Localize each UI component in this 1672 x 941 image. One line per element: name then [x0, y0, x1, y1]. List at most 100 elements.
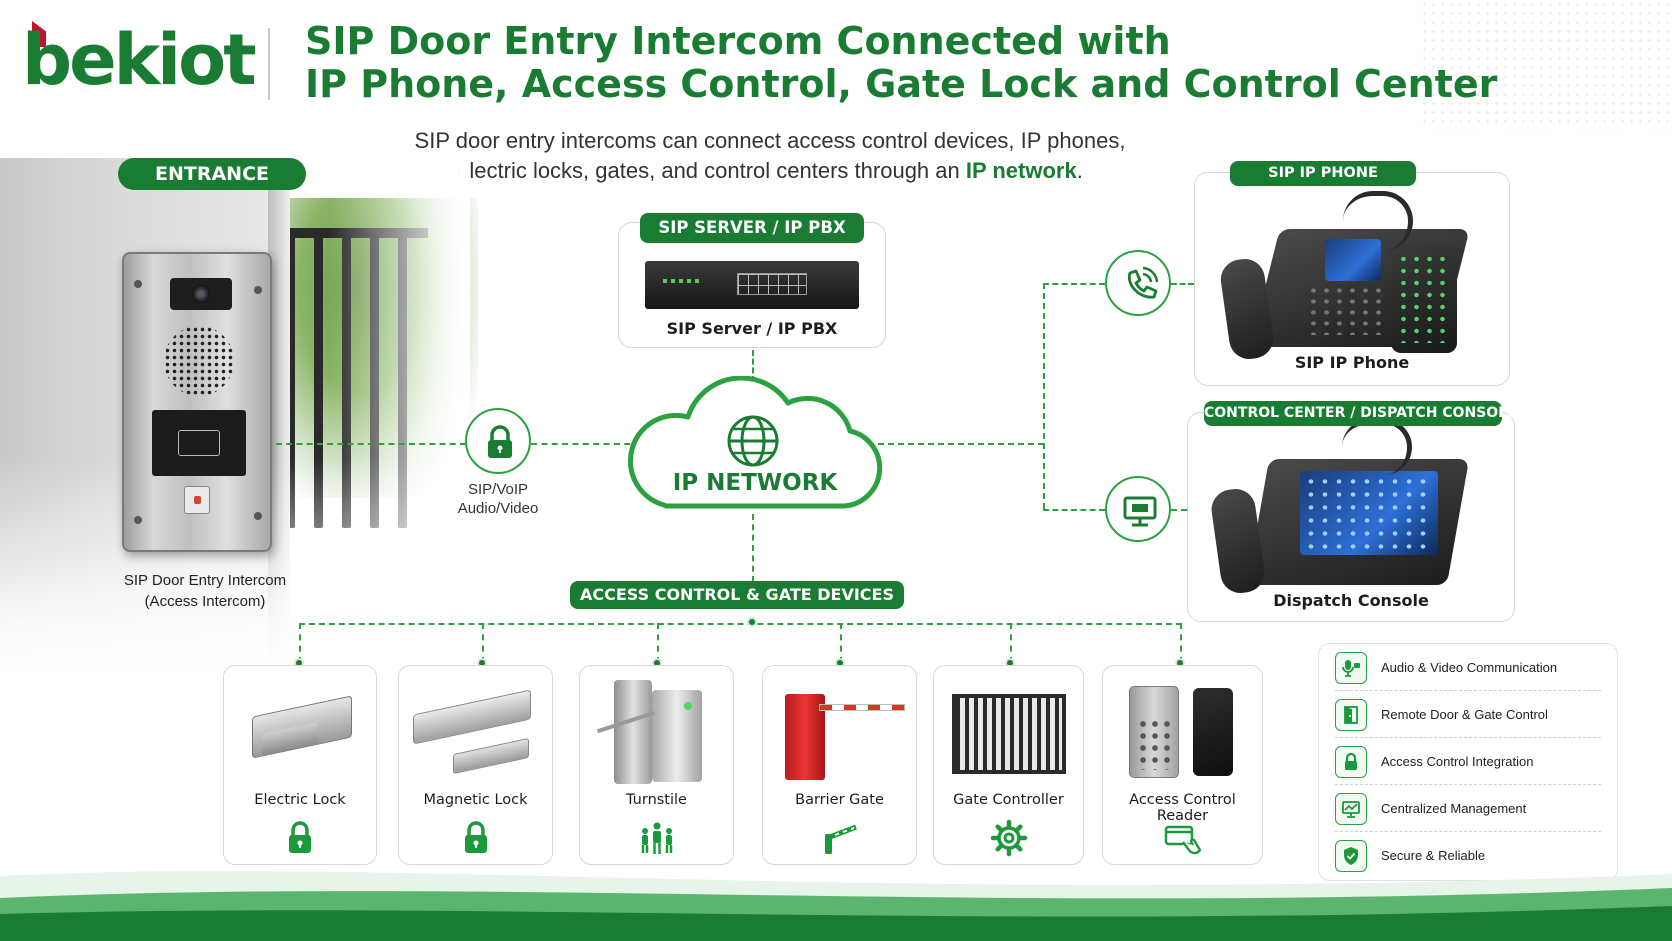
link-caption: SIP/VoIP Audio/Video — [438, 480, 558, 518]
lock-icon — [1335, 746, 1367, 778]
link-caption-line-1: SIP/VoIP — [467, 481, 529, 498]
connector-to-monitor-icon — [1043, 509, 1105, 511]
camera-module — [170, 278, 232, 310]
header-divider — [268, 28, 270, 100]
reader-keypad — [1137, 718, 1173, 770]
server-label: SIP SERVER / IP PBX — [640, 213, 864, 243]
page-title: SIP Door Entry Intercom Connected with I… — [305, 20, 1645, 106]
server-leds — [663, 279, 703, 283]
drop-line — [482, 623, 484, 663]
drop-line — [1180, 623, 1182, 663]
magnetic-lock-image — [413, 689, 531, 745]
turnstile-body — [652, 690, 702, 782]
feature-item: Centralized Management — [1335, 785, 1601, 832]
bus-junction-dot — [747, 617, 757, 627]
screw — [254, 286, 262, 294]
monitor-chart-icon — [1335, 793, 1367, 825]
device-card-gate-controller: Gate Controller — [933, 665, 1084, 865]
turnstile-left-post — [614, 680, 652, 784]
device-name: Magnetic Lock — [423, 792, 528, 808]
device-card-barrier-gate: Barrier Gate — [762, 665, 917, 865]
device-card-access-reader: Access Control Reader — [1102, 665, 1263, 865]
barrier-icon — [824, 824, 857, 854]
gear-icon — [990, 819, 1027, 857]
drop-line — [840, 623, 842, 663]
console-caption: Dispatch Console — [1273, 591, 1429, 610]
intercom-caption-line-1: SIP Door Entry Intercom — [123, 572, 287, 589]
card-tap-icon — [1164, 825, 1201, 855]
dispatch-console-card: Dispatch Console — [1187, 412, 1515, 622]
title-line-2: IP Phone, Access Control, Gate Lock and … — [305, 62, 1498, 106]
feature-label: Remote Door & Gate Control — [1381, 707, 1548, 722]
device-card-turnstile: Turnstile — [579, 665, 734, 865]
people-icon — [641, 822, 672, 854]
turnstile-indicator — [684, 702, 692, 710]
microphone-camera-icon — [1335, 652, 1367, 684]
connector-cloud-access — [752, 514, 754, 582]
screw — [134, 280, 142, 288]
door-intercom-device — [122, 252, 272, 552]
connector-server-cloud — [752, 350, 754, 382]
sip-ip-phone-card: SIP IP Phone — [1194, 172, 1510, 386]
server-caption: SIP Server / IP PBX — [666, 319, 838, 338]
shield-icon — [1335, 840, 1367, 872]
intercom-caption-line-2: (Access Intercom) — [144, 593, 266, 610]
features-panel: Audio & Video Communication Remote Door … — [1318, 643, 1618, 881]
console-label: CONTROL CENTER / DISPATCH CONSOLE — [1204, 401, 1517, 426]
link-caption-line-2: Audio/Video — [457, 500, 539, 517]
device-name: Electric Lock — [254, 792, 346, 808]
dot-pattern — [1420, 0, 1672, 130]
subtitle-line-2-suffix: . — [1076, 158, 1083, 183]
door-icon — [1335, 699, 1367, 731]
connector-lock-cloud — [531, 443, 651, 445]
access-devices-label: ACCESS CONTROL & GATE DEVICES — [570, 581, 904, 609]
phone-gooseneck-mic — [1343, 191, 1413, 251]
device-name: Barrier Gate — [795, 792, 884, 808]
expansion-keys — [1397, 253, 1451, 343]
brand-logo: bekiot — [22, 18, 257, 100]
feature-label: Audio & Video Communication — [1381, 660, 1558, 675]
lock-icon — [465, 408, 531, 474]
connector-to-phone-icon — [1043, 283, 1105, 285]
intercom-caption: SIP Door Entry Intercom (Access Intercom… — [100, 570, 310, 612]
drop-line — [299, 623, 301, 663]
ip-phone-handset — [1218, 256, 1276, 362]
connector-device-bus — [299, 623, 1182, 625]
entrance-label: ENTRANCE — [118, 158, 306, 190]
ip-phone-keypad — [1307, 285, 1389, 335]
drop-line — [1010, 623, 1012, 663]
card-reader-panel — [152, 410, 246, 476]
screw — [134, 516, 142, 524]
globe-icon — [724, 412, 782, 470]
barrier-cabinet — [785, 694, 825, 780]
device-name: Access Control Reader — [1129, 792, 1236, 824]
lock-icon — [289, 821, 311, 853]
connector-intercom-lock — [276, 443, 466, 445]
lock-icon — [464, 821, 487, 853]
sip-server-card: SIP Server / IP PBX — [618, 222, 886, 348]
speaker-grille — [164, 326, 234, 396]
screw — [254, 512, 262, 520]
console-gooseneck-mic — [1342, 419, 1412, 475]
device-name: Gate Controller — [953, 792, 1064, 808]
server-rack-unit — [645, 261, 859, 309]
device-card-magnetic-lock: Magnetic Lock — [398, 665, 553, 865]
title-line-1: SIP Door Entry Intercom Connected with — [305, 19, 1171, 63]
connector-phone-icon-card — [1171, 283, 1194, 285]
call-button — [184, 486, 210, 514]
feature-label: Secure & Reliable — [1381, 848, 1486, 863]
device-card-electric-lock: Electric Lock — [223, 665, 377, 865]
feature-item: Remote Door & Gate Control — [1335, 691, 1601, 738]
phone-call-icon — [1105, 250, 1171, 316]
monitor-icon — [1105, 476, 1171, 542]
barrier-boom — [819, 704, 905, 711]
feature-item: Access Control Integration — [1335, 738, 1601, 785]
feature-item: Secure & Reliable — [1335, 832, 1601, 879]
feature-label: Access Control Integration — [1381, 754, 1534, 769]
drop-line — [657, 623, 659, 663]
card-reader-image — [1193, 688, 1233, 776]
subtitle-line-2: electric locks, gates, and control cente… — [380, 156, 1160, 186]
feature-label: Centralized Management — [1381, 801, 1527, 816]
console-handset — [1208, 486, 1268, 596]
bottom-wave — [0, 871, 1672, 941]
